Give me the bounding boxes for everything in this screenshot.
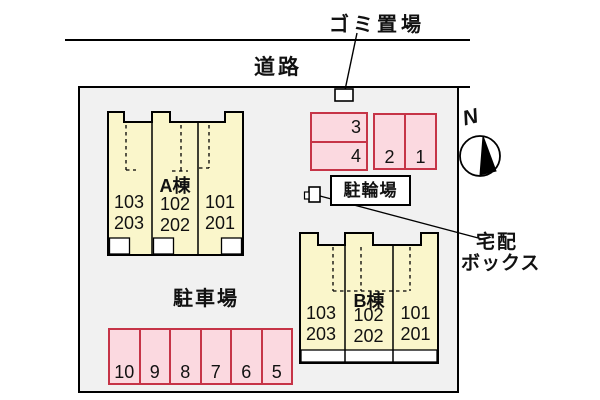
parking-stall: 3 [312, 114, 366, 141]
unit-number: 102 [159, 194, 191, 214]
garbage-box-marker [334, 88, 354, 102]
unit-number: 202 [353, 326, 384, 346]
unit-number: 203 [113, 213, 145, 233]
parking-stall: 9 [138, 330, 170, 383]
unit-number: 201 [204, 213, 236, 233]
parking-stalls-3-4: 3 4 [310, 112, 368, 171]
bicycle-parking-label-box [330, 175, 411, 206]
building-b-stair-dashes [332, 247, 411, 292]
stall-number: 8 [180, 362, 191, 382]
building-a-entrance-3 [220, 237, 243, 255]
road-label: 道路 [254, 56, 302, 79]
stall-number: 9 [149, 362, 160, 382]
stall-number: 4 [350, 145, 361, 166]
stall-number: 7 [210, 362, 221, 382]
building-a-unit-103-203: 103 203 [106, 192, 152, 234]
building-b-unit-102-202: 102 202 [345, 305, 392, 347]
delivery-box-marker [308, 186, 321, 203]
unit-number: 203 [305, 324, 337, 344]
parking-stall: 1 [404, 115, 435, 168]
stall-number: 3 [350, 117, 361, 138]
stall-number: 2 [384, 147, 395, 167]
garbage-area-label: ゴミ置場 [329, 14, 425, 36]
compass-icon [459, 135, 501, 177]
stall-number: 5 [271, 362, 282, 382]
delivery-box-marker-tab [303, 191, 310, 200]
stall-number: 6 [241, 362, 252, 382]
unit-number: 202 [159, 215, 191, 235]
parking-stall: 10 [110, 330, 139, 383]
unit-number: 103 [113, 192, 145, 212]
unit-number: 101 [400, 303, 431, 323]
stall-number: 10 [114, 362, 135, 382]
unit-number: 103 [305, 303, 337, 323]
building-a-name: A棟 [159, 176, 191, 196]
delivery-box-label-line2: ボックス [461, 253, 541, 274]
building-a-unit-102-202: 102 202 [152, 194, 198, 236]
building-b-name: B棟 [353, 291, 385, 311]
building-b-outline [299, 232, 439, 364]
parking-stall: 5 [260, 330, 292, 383]
parking-stall: 8 [169, 330, 200, 383]
unit-number: 201 [400, 324, 431, 344]
building-a-entrance-1 [108, 237, 131, 255]
parking-stall: 2 [375, 115, 404, 168]
stall-number: 1 [415, 147, 426, 167]
parking-stall: 7 [199, 330, 231, 383]
unit-number: 101 [204, 192, 236, 212]
bicycle-parking-label: 駐輪場 [343, 181, 398, 200]
building-a-stair-dashes [125, 125, 210, 172]
building-b-unit-103-203: 103 203 [298, 303, 344, 345]
unit-number: 102 [353, 305, 384, 325]
garbage-pointer-line [344, 32, 358, 91]
parking-stall: 6 [230, 330, 261, 383]
building-a-entrance-2 [152, 237, 175, 255]
parking-stalls-2-1: 2 1 [373, 113, 437, 170]
building-a-unit-101-201: 101 201 [197, 192, 243, 234]
delivery-box-label-line1: 宅配 [476, 232, 519, 253]
building-b-unit-101-201: 101 201 [393, 303, 438, 345]
parking-lot-label: 駐車場 [173, 288, 239, 310]
parking-stall: 4 [312, 140, 366, 170]
parking-stalls-10-5: 10 9 8 7 6 5 [108, 328, 293, 385]
building-b-entrance-strip [300, 349, 438, 363]
